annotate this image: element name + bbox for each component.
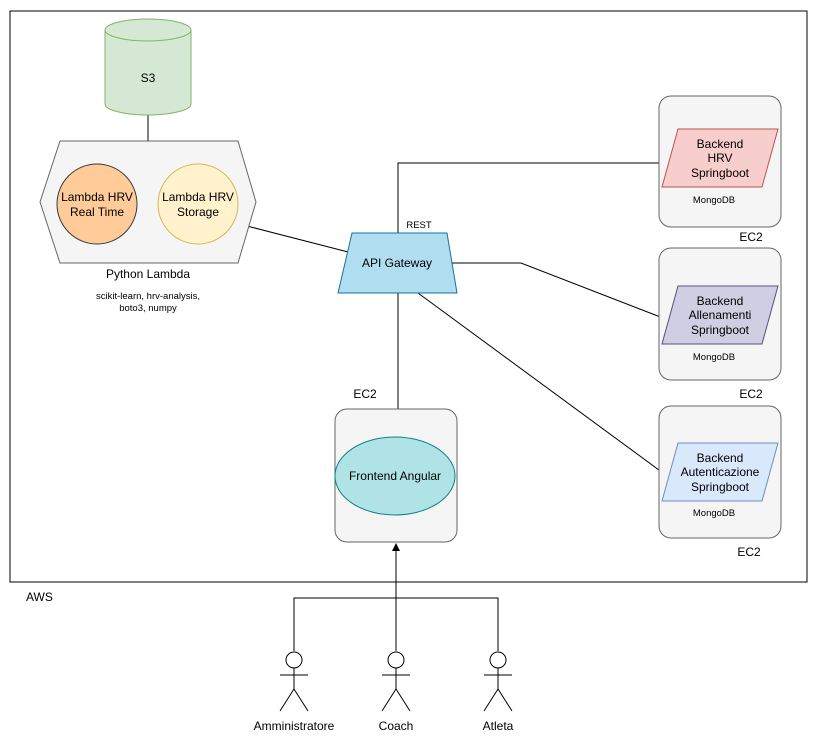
actor-amministratore (279, 651, 309, 712)
backend-hrv-shape (661, 128, 779, 188)
actor-head-icon (489, 651, 507, 669)
backend-allenamenti-label-line1: Backend (697, 294, 744, 308)
python-lambda-libs-line2: boto3, numpy (119, 303, 177, 314)
python-lambda-label: Python Lambda (106, 267, 190, 281)
api-gateway-label: API Gateway (362, 256, 432, 270)
lambda-hrv-storage-node (157, 163, 239, 245)
backend-auth-db-label: MongoDB (693, 508, 735, 519)
backend-auth-label-line1: Backend (697, 451, 744, 465)
api-gateway-shape (337, 232, 458, 294)
aws-boundary (9, 10, 808, 583)
connector-actor-atleta (396, 597, 499, 651)
backend-auth-shape (661, 442, 779, 502)
backend-hrv-label-line3: Springboot (691, 166, 750, 180)
actor-coach-label: Coach (379, 719, 414, 733)
python-lambda-group: Lambda HRV Real Time Lambda HRV Storage … (39, 140, 257, 314)
backend-allenamenti-db-label: MongoDB (693, 352, 735, 363)
connector-api-backend-hrv (397, 162, 663, 233)
s3-cylinder-top (104, 18, 192, 42)
s3-label: S3 (141, 71, 156, 85)
actor-head-icon (285, 651, 303, 669)
frontend-angular-label: Frontend Angular (349, 469, 441, 483)
connectors (147, 115, 664, 651)
lambda-hrv-storage-label-line1: Lambda HRV (162, 190, 234, 204)
backend-allenamenti-ec2: Backend Allenamenti Springboot MongoDB E… (658, 247, 782, 401)
frontend-ec2: EC2 Frontend Angular (334, 387, 458, 543)
aws-label: AWS (26, 590, 53, 604)
lambda-hrv-realtime-label-line1: Lambda HRV (61, 190, 133, 204)
backend-hrv-ec2-label: EC2 (739, 230, 763, 244)
backend-hrv-db-label: MongoDB (693, 195, 735, 206)
frontend-angular-node (334, 436, 456, 516)
connector-actor-admin (293, 597, 396, 651)
backend-auth-ec2-label: EC2 (737, 545, 761, 559)
python-lambda-libs-line1: scikit-learn, hrv-analysis, (96, 291, 200, 302)
backend-allenamenti-label-line2: Allenamenti (689, 308, 752, 322)
actor-head-icon (387, 651, 405, 669)
s3-cylinder-body (104, 30, 192, 116)
backend-hrv-ec2: Backend HRV Springboot MongoDB EC2 (658, 95, 782, 244)
lambda-hrv-realtime-node (56, 163, 138, 245)
frontend-ec2-label: EC2 (353, 387, 377, 401)
backend-allenamenti-label-line3: Springboot (691, 323, 750, 337)
backend-allenamenti-ec2-label: EC2 (739, 387, 763, 401)
actor-atleta (483, 651, 513, 712)
connector-api-backend-allenamenti (447, 262, 664, 319)
actor-amministratore-label: Amministratore (254, 719, 335, 733)
api-gateway: REST API Gateway (337, 220, 458, 294)
api-gateway-rest-label: REST (406, 220, 432, 231)
actor-atleta-label: Atleta (483, 719, 514, 733)
backend-auth-ec2: Backend Autenticazione Springboot MongoD… (658, 405, 782, 559)
backend-hrv-label-line1: Backend (697, 137, 744, 151)
backend-hrv-label-line2: HRV (707, 151, 732, 165)
connector-api-backend-auth (417, 292, 664, 474)
actor-coach (381, 651, 411, 712)
backend-auth-label-line2: Autenticazione (681, 465, 760, 479)
backend-allenamenti-shape (661, 285, 779, 345)
lambda-hrv-storage-label-line2: Storage (177, 205, 219, 219)
lambda-hrv-realtime-label-line2: Real Time (70, 205, 124, 219)
backend-auth-label-line3: Springboot (691, 480, 750, 494)
connector-lambda-api (246, 225, 353, 254)
s3-bucket: S3 (104, 18, 192, 116)
